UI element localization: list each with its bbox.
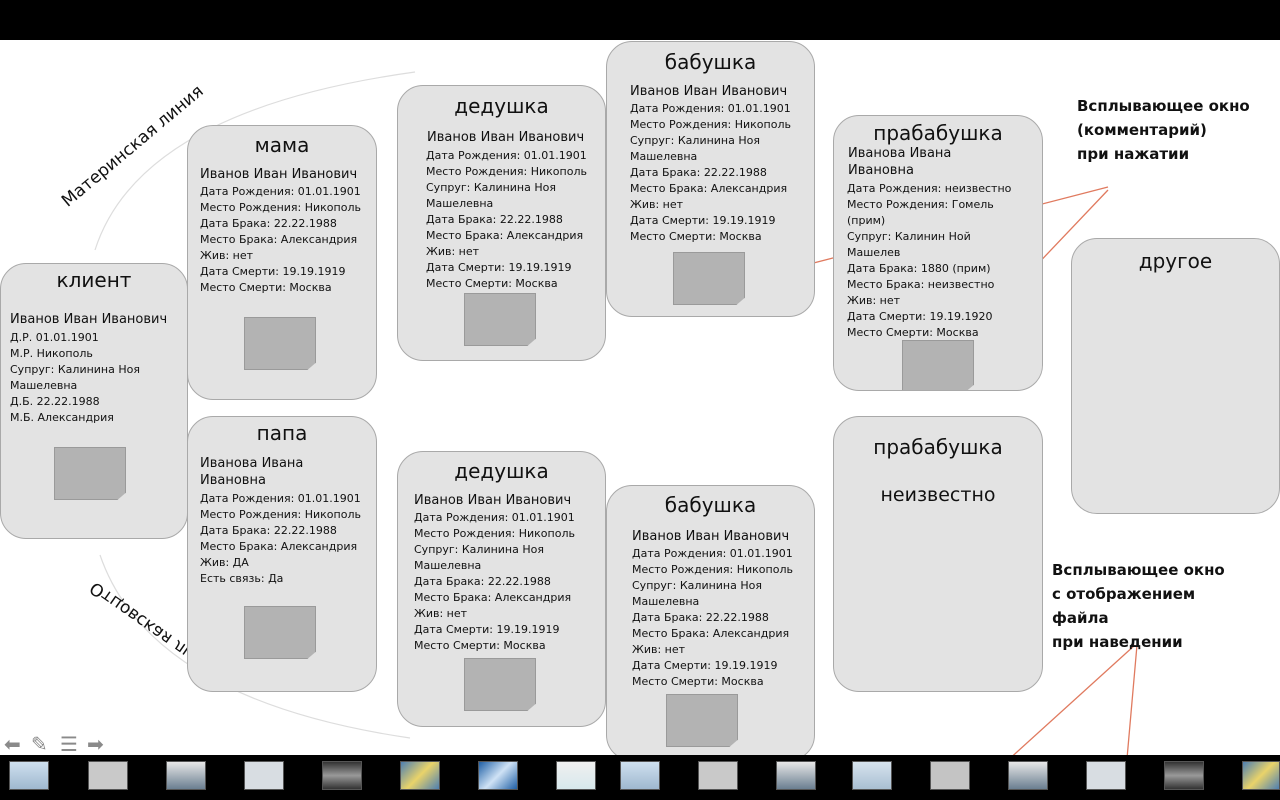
card-subtitle: неизвестно [880, 484, 996, 506]
slide-thumbnail[interactable] [1008, 761, 1048, 790]
person-name: Иванов Иван Иванович [200, 167, 358, 182]
card-mom[interactable]: мама Иванов Иван Иванович Дата Рождения:… [187, 125, 377, 400]
person-name: Иванов Иван Иванович [414, 493, 572, 508]
attachment-icon[interactable] [464, 293, 536, 346]
notes-icon[interactable]: ☰ [60, 732, 78, 756]
slide-thumbnail[interactable] [9, 761, 49, 790]
slide-thumbnail[interactable] [166, 761, 206, 790]
person-fields: Дата Рождения: 01.01.1901 Место Рождения… [632, 547, 793, 688]
attachment-icon[interactable] [244, 317, 316, 370]
attachment-icon[interactable] [666, 694, 738, 747]
slide-thumbnail[interactable] [1242, 761, 1280, 790]
card-title: мама [254, 133, 310, 157]
slide-thumbnail[interactable] [852, 761, 892, 790]
card-title: другое [1138, 249, 1213, 273]
card-title: прабабушка [873, 435, 1003, 459]
person-fields: Дата Рождения: 01.01.1901 Место Рождения… [630, 102, 791, 243]
person-fields: Дата Рождения: неизвестно Место Рождения… [847, 182, 1012, 339]
slide-thumbnail[interactable] [1086, 761, 1126, 790]
person-name: Иванов Иван Иванович [427, 130, 585, 145]
slide-thumbnail[interactable] [620, 761, 660, 790]
slide-thumbnail[interactable] [244, 761, 284, 790]
card-greatgrandma-maternal[interactable]: прабабушка Иванова Ивана Ивановна Дата Р… [833, 115, 1043, 391]
card-title: дедушка [454, 94, 549, 118]
card-grandma-maternal[interactable]: бабушка Иванов Иван Иванович Дата Рожден… [606, 41, 815, 317]
person-fields: Дата Рождения: 01.01.1901 Место Рождения… [426, 149, 587, 290]
pointer-line-thumb-a [1005, 644, 1136, 763]
card-grandma-paternal[interactable]: бабушка Иванов Иван Иванович Дата Рожден… [606, 485, 815, 761]
card-dad[interactable]: папа Иванова Ивана Ивановна Дата Рождени… [187, 416, 377, 692]
card-title: дедушка [454, 459, 549, 483]
card-greatgrandma-paternal[interactable]: прабабушка неизвестно [833, 416, 1043, 692]
person-name: Иванова Ивана Ивановна [200, 456, 304, 488]
slide-thumbnail[interactable] [88, 761, 128, 790]
attachment-icon[interactable] [244, 606, 316, 659]
top-black-bar [0, 0, 1280, 40]
pointer-line-thumb-b [1125, 644, 1138, 771]
card-title: папа [256, 421, 308, 445]
annotation-popup-comment: Всплывающее окно (комментарий) при нажат… [1077, 97, 1250, 163]
pencil-icon[interactable]: ✎ [31, 732, 48, 756]
card-title: бабушка [664, 493, 757, 517]
arrow-right-icon[interactable]: ➡ [87, 732, 104, 756]
slide-thumbnail[interactable] [556, 761, 596, 790]
annotation-popup-file: Всплывающее окно с отображением файла пр… [1052, 561, 1225, 651]
arrow-left-icon[interactable]: ⬅ [4, 732, 21, 756]
attachment-icon[interactable] [54, 447, 126, 500]
attachment-icon[interactable] [902, 340, 974, 390]
card-other[interactable]: другое [1071, 238, 1280, 514]
slide-thumbnail[interactable] [698, 761, 738, 790]
person-fields: Дата Рождения: 01.01.1901 Место Рождения… [414, 511, 575, 652]
person-name: Иванова Ивана Ивановна [848, 146, 952, 178]
person-fields: Дата Рождения: 01.01.1901 Место Рождения… [200, 492, 361, 585]
attachment-icon[interactable] [673, 252, 745, 305]
slide-thumbnail[interactable] [1164, 761, 1204, 790]
card-grandpa-paternal[interactable]: дедушка Иванов Иван Иванович Дата Рожден… [397, 451, 606, 727]
slide-thumbnail[interactable] [776, 761, 816, 790]
attachment-icon[interactable] [464, 658, 536, 711]
slide-thumbnail[interactable] [930, 761, 970, 790]
person-name: Иванов Иван Иванович [10, 312, 168, 327]
slide-thumbnail[interactable] [322, 761, 362, 790]
person-name: Иванов Иван Иванович [632, 529, 790, 544]
person-fields: Д.Р. 01.01.1901 М.Р. Никополь Супруг: Ка… [10, 331, 140, 424]
card-title: бабушка [664, 50, 757, 74]
person-fields: Дата Рождения: 01.01.1901 Место Рождения… [200, 185, 361, 294]
card-title: клиент [56, 268, 132, 292]
slide-thumbnail[interactable] [478, 761, 518, 790]
person-name: Иванов Иван Иванович [630, 84, 788, 99]
card-client[interactable]: клиент Иванов Иван Иванович Д.Р. 01.01.1… [0, 263, 188, 539]
card-grandpa-maternal[interactable]: дедушка Иванов Иван Иванович Дата Рожден… [397, 85, 606, 361]
card-title: прабабушка [873, 121, 1003, 145]
slide-thumbnail[interactable] [400, 761, 440, 790]
